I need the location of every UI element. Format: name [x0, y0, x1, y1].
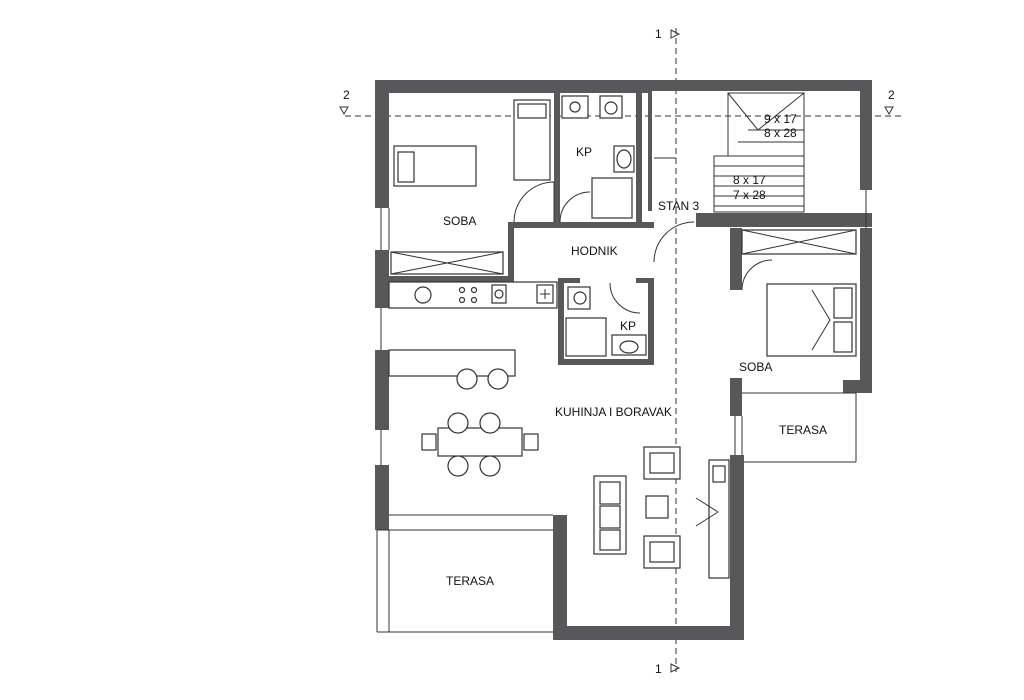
section-label-2-right: 2 — [888, 88, 895, 102]
room-label-hodnik: HODNIK — [571, 244, 618, 258]
kitchen-counter — [388, 281, 558, 390]
stairs-upper-2: 8 x 28 — [764, 126, 797, 140]
shower-top — [591, 177, 633, 219]
room-label-stan: STAN 3 — [658, 199, 699, 213]
section-marker-2-left: 2 — [339, 88, 350, 116]
thin-outlines — [376, 157, 867, 633]
room-label-kuhinja: KUHINJA I BORAVAK — [555, 405, 672, 419]
stairs-lower-2: 7 x 28 — [733, 188, 766, 202]
room-labels: SOBA KP STAN 3 HODNIK KP SOBA KUHINJA I … — [443, 145, 827, 588]
room-label-terasa-right: TERASA — [779, 423, 827, 437]
room-label-soba-left: SOBA — [443, 214, 476, 228]
bathroom-mid-fixtures — [565, 286, 647, 357]
exterior-walls — [375, 80, 872, 640]
staircase: 9 x 17 8 x 28 8 x 17 7 x 28 — [713, 92, 805, 213]
tv-console — [708, 459, 730, 579]
interior-walls — [389, 91, 654, 365]
section-label-1-top: 1 — [655, 27, 662, 41]
section-label-1-bottom: 1 — [655, 662, 662, 676]
bathroom-top-fixtures — [561, 95, 635, 219]
doors — [513, 181, 773, 314]
room-label-kp-mid: KP — [620, 319, 636, 333]
dining-set — [421, 412, 539, 477]
section-marker-1-top: 1 — [655, 27, 681, 41]
stairs-lower-1: 8 x 17 — [733, 173, 766, 187]
room-label-kp-top: KP — [576, 145, 592, 159]
shower-mid — [565, 317, 607, 357]
section-label-2-left: 2 — [343, 88, 350, 102]
dining-table — [437, 427, 523, 457]
section-marker-2-right: 2 — [884, 88, 895, 116]
stairs-upper-1: 9 x 17 — [764, 112, 797, 126]
section-marker-1-bottom: 1 — [655, 662, 681, 676]
coffee-table — [645, 495, 669, 519]
right-bedroom-furniture — [741, 229, 857, 357]
room-label-terasa-bottom: TERASA — [446, 574, 494, 588]
living-set — [593, 446, 730, 579]
left-bedroom-furniture — [390, 99, 551, 275]
room-label-soba-right: SOBA — [739, 360, 772, 374]
